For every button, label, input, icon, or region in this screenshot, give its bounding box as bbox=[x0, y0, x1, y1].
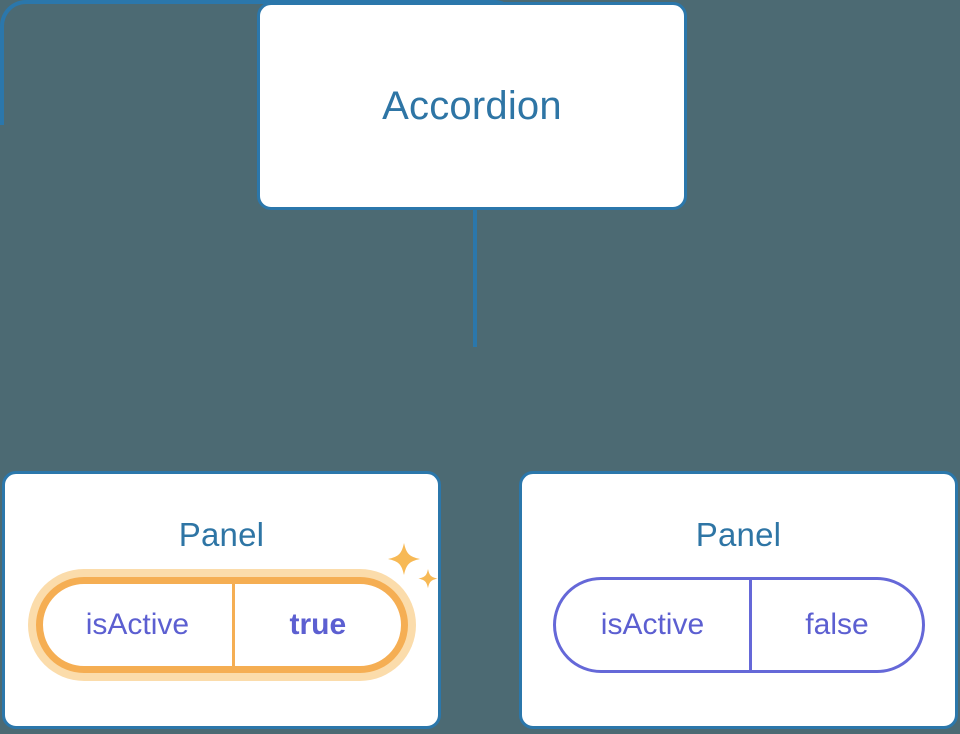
edge-root-to-bus bbox=[473, 208, 477, 347]
node-panel-active-title: Panel bbox=[178, 516, 265, 553]
prop-pill-isactive-false[interactable]: isActive false bbox=[552, 577, 925, 673]
prop-key: isActive bbox=[43, 584, 236, 666]
node-panel-inactive[interactable]: Panel isActive false bbox=[519, 471, 958, 729]
prop-value: false bbox=[805, 608, 869, 641]
node-panel-active[interactable]: Panel isActive true bbox=[2, 471, 441, 729]
node-accordion[interactable]: Accordion bbox=[257, 2, 687, 210]
prop-value: true bbox=[289, 608, 347, 641]
node-accordion-title: Accordion bbox=[382, 84, 562, 128]
prop-pill-isactive-true[interactable]: isActive true bbox=[35, 577, 408, 673]
prop-key: isActive bbox=[556, 580, 753, 670]
node-panel-inactive-title: Panel bbox=[695, 516, 782, 553]
prop-pill-wrapper-active: isActive true bbox=[35, 543, 438, 673]
prop-pill-wrapper-inactive: isActive false bbox=[552, 577, 925, 673]
